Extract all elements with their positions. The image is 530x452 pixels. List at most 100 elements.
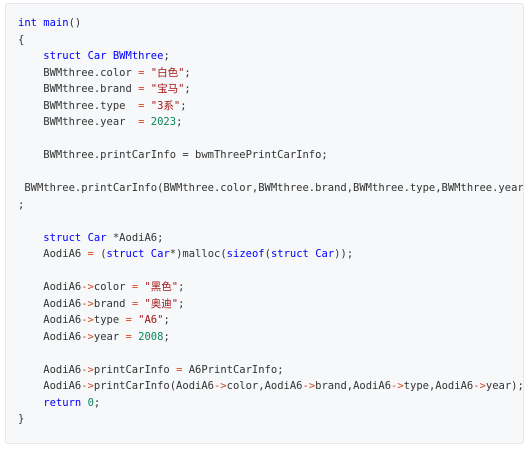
- code-token: (): [68, 17, 82, 29]
- code-token-op: =: [131, 297, 139, 310]
- code-token-op: ->: [302, 380, 316, 392]
- code-token: AodiA6: [18, 281, 82, 293]
- code-token-str: "白色": [150, 66, 185, 79]
- code-token: ;: [184, 66, 191, 79]
- code-token-op: ->: [81, 281, 94, 293]
- code-token-kw: Car: [87, 231, 107, 244]
- code-line: BWMthree.color = "白色";: [18, 65, 523, 82]
- code-line: AodiA6->printCarInfo = A6PrintCarInfo;: [18, 362, 523, 379]
- code-token: }: [18, 413, 25, 425]
- code-token-op: ->: [391, 380, 404, 392]
- code-token-op: ->: [81, 330, 94, 343]
- code-block[interactable]: int main(){ struct Car BWMthree; BWMthre…: [5, 3, 524, 444]
- code-token: ;: [180, 99, 187, 112]
- code-token: year: [93, 330, 126, 343]
- code-token: printCarInfo(AodiA6: [93, 380, 214, 392]
- code-token: brand,AodiA6: [315, 380, 392, 392]
- code-token-kw: struct: [43, 231, 82, 244]
- code-token: *AodiA6;: [106, 231, 164, 244]
- code-token-kw: sizeof: [226, 248, 265, 260]
- code-line: AodiA6 = (struct Car*)malloc(sizeof(stru…: [18, 246, 523, 263]
- code-token: ;: [163, 50, 170, 62]
- code-token: ));: [334, 248, 354, 260]
- code-token-op: ->: [81, 363, 94, 376]
- code-token-op: =: [131, 281, 139, 293]
- code-token-op: =: [87, 248, 94, 260]
- code-token-kw: struct: [106, 248, 145, 260]
- code-token: ;: [18, 198, 25, 211]
- code-line: [18, 213, 523, 230]
- code-token: BWMthree.brand: [18, 83, 139, 95]
- code-token-op: =: [176, 363, 183, 376]
- code-token: type,AodiA6: [403, 380, 474, 392]
- code-token: brand: [93, 297, 132, 310]
- code-token-str: "3系": [150, 99, 181, 112]
- code-token: (: [264, 248, 271, 260]
- code-token: AodiA6: [18, 380, 82, 392]
- code-token-kw: struct: [43, 50, 82, 62]
- code-token-op: ->: [81, 314, 94, 326]
- code-line: [18, 263, 523, 280]
- code-line: int main(): [18, 15, 523, 32]
- code-listing[interactable]: int main(){ struct Car BWMthree; BWMthre…: [18, 15, 523, 428]
- code-token: AodiA6: [18, 363, 82, 376]
- code-line: AodiA6->printCarInfo(AodiA6->color,AodiA…: [18, 378, 523, 395]
- code-token: year);: [485, 380, 524, 392]
- code-token: BWMthree.type: [18, 99, 139, 112]
- code-token: BWMthree.year: [18, 116, 139, 128]
- code-token-kw: return: [43, 396, 82, 409]
- code-token: ;: [178, 297, 185, 310]
- code-token-op: =: [138, 83, 145, 95]
- code-token: BWMthree.printCarInfo(BWMthree.color,BWM…: [18, 182, 524, 194]
- code-token: type: [93, 314, 126, 326]
- code-token: AodiA6: [18, 330, 82, 343]
- code-line: return 0;: [18, 395, 523, 412]
- code-token: AodiA6: [18, 248, 88, 260]
- code-line: AodiA6->type = "A6";: [18, 312, 523, 329]
- code-line: struct Car *AodiA6;: [18, 230, 523, 247]
- code-token-op: =: [138, 99, 145, 112]
- code-line: [18, 164, 523, 181]
- code-token-op: =: [125, 314, 132, 326]
- code-line: BWMthree.type = "3系";: [18, 98, 523, 115]
- code-token-num: 0: [87, 396, 94, 409]
- code-line: BWMthree.brand = "宝马";: [18, 81, 523, 98]
- code-line: }: [18, 411, 523, 428]
- code-line: [18, 345, 523, 362]
- code-line: {: [18, 32, 523, 49]
- code-token: [18, 50, 43, 62]
- code-line: AodiA6->year = 2008;: [18, 329, 523, 346]
- code-token: ;: [184, 83, 191, 95]
- code-token-str: "A6": [138, 314, 164, 326]
- code-token: ;: [163, 314, 170, 326]
- code-token: (: [93, 248, 107, 260]
- code-line: AodiA6->color = "黑色";: [18, 279, 523, 296]
- code-token: BWMthree.color: [18, 66, 139, 79]
- code-line: struct Car BWMthree;: [18, 48, 523, 65]
- code-token-kw: struct: [270, 248, 309, 260]
- code-token-op: =: [138, 66, 145, 79]
- code-token: A6PrintCarInfo;: [182, 363, 284, 376]
- code-token-op: =: [125, 330, 132, 343]
- code-line: BWMthree.printCarInfo = bwmThreePrintCar…: [18, 147, 523, 164]
- code-token: [18, 397, 43, 409]
- code-token-op: ->: [213, 380, 227, 392]
- code-token-kw: main: [43, 17, 69, 29]
- code-line: BWMthree.year = 2023;: [18, 114, 523, 131]
- code-line: AodiA6->brand = "奥迪";: [18, 296, 523, 313]
- code-token: ;: [93, 396, 101, 409]
- code-token-str: "宝马": [150, 83, 185, 95]
- code-token: AodiA6: [18, 314, 82, 326]
- code-token-kw: Car: [150, 248, 170, 260]
- code-token: BWMthree.printCarInfo = bwmThreePrintCar…: [18, 149, 328, 161]
- code-token: printCarInfo: [93, 363, 177, 376]
- code-token: color: [93, 281, 132, 293]
- code-token-num: 2008: [138, 330, 164, 343]
- code-token-str: "奥迪": [144, 297, 179, 310]
- code-token: color,AodiA6: [226, 380, 303, 392]
- code-token-kw: int: [18, 17, 37, 29]
- code-token: [18, 232, 43, 244]
- code-token-num: 2023: [150, 116, 177, 128]
- code-token-kw: BWMthree: [112, 50, 164, 62]
- code-token-str: "黑色": [144, 281, 179, 293]
